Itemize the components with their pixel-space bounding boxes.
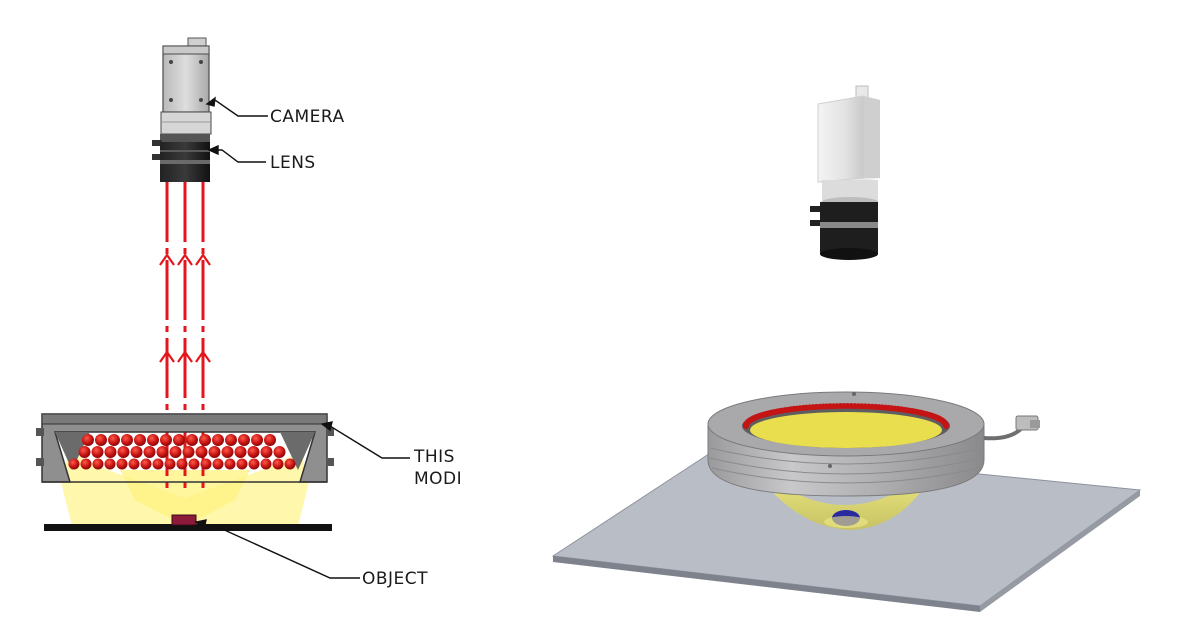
led [212,434,224,446]
led [104,458,116,470]
led [160,434,172,446]
led [247,446,260,458]
led [236,458,248,470]
led [284,458,296,470]
led [221,446,234,458]
led [272,458,284,470]
cable-3d-icon [983,415,1040,441]
led [234,446,247,458]
led [117,446,130,458]
led-array [68,434,296,470]
led [225,434,237,446]
led [260,458,272,470]
led [188,458,200,470]
led [108,434,120,446]
led [224,458,236,470]
module-label-line2: MODI [414,469,462,489]
led [186,434,198,446]
base-plate [44,524,332,531]
led [169,446,182,458]
led [95,434,107,446]
led [121,434,133,446]
led [104,446,117,458]
led [260,446,273,458]
led [134,434,146,446]
led [212,458,224,470]
led [238,434,250,446]
leader-lines [194,96,410,579]
led [164,458,176,470]
led [140,458,152,470]
led [251,434,263,446]
led [176,458,188,470]
led [199,434,211,446]
object-icon [171,514,197,526]
led [82,434,94,446]
led [80,458,92,470]
module-label-line1: THIS [413,447,455,467]
led-ring-3d [743,403,949,429]
camera-label: CAMERA [270,107,345,127]
led [273,446,286,458]
ray-arrows [159,253,211,363]
led [173,434,185,446]
camera-3d-icon [810,85,880,260]
object-label: OBJECT [362,569,428,589]
section-diagram: CAMERA LENS THIS MODI OBJECT [36,37,462,589]
light-beams [60,452,310,526]
led [128,458,140,470]
led [195,446,208,458]
lens-label: LENS [270,153,316,173]
led [208,446,221,458]
led [91,446,104,458]
optical-rays [165,182,205,492]
led [130,446,143,458]
led [248,458,260,470]
led [152,458,164,470]
ring-light-module-icon [36,413,334,483]
lens-icon [152,134,210,182]
ring-light-3d-icon [707,391,985,497]
led [68,458,80,470]
led [92,458,104,470]
led [78,446,91,458]
led [143,446,156,458]
camera-icon [160,37,212,135]
led-3d [943,423,949,429]
led [116,458,128,470]
led [200,458,212,470]
led [264,434,276,446]
led [156,446,169,458]
render-3d [551,85,1142,612]
led [147,434,159,446]
led [182,446,195,458]
